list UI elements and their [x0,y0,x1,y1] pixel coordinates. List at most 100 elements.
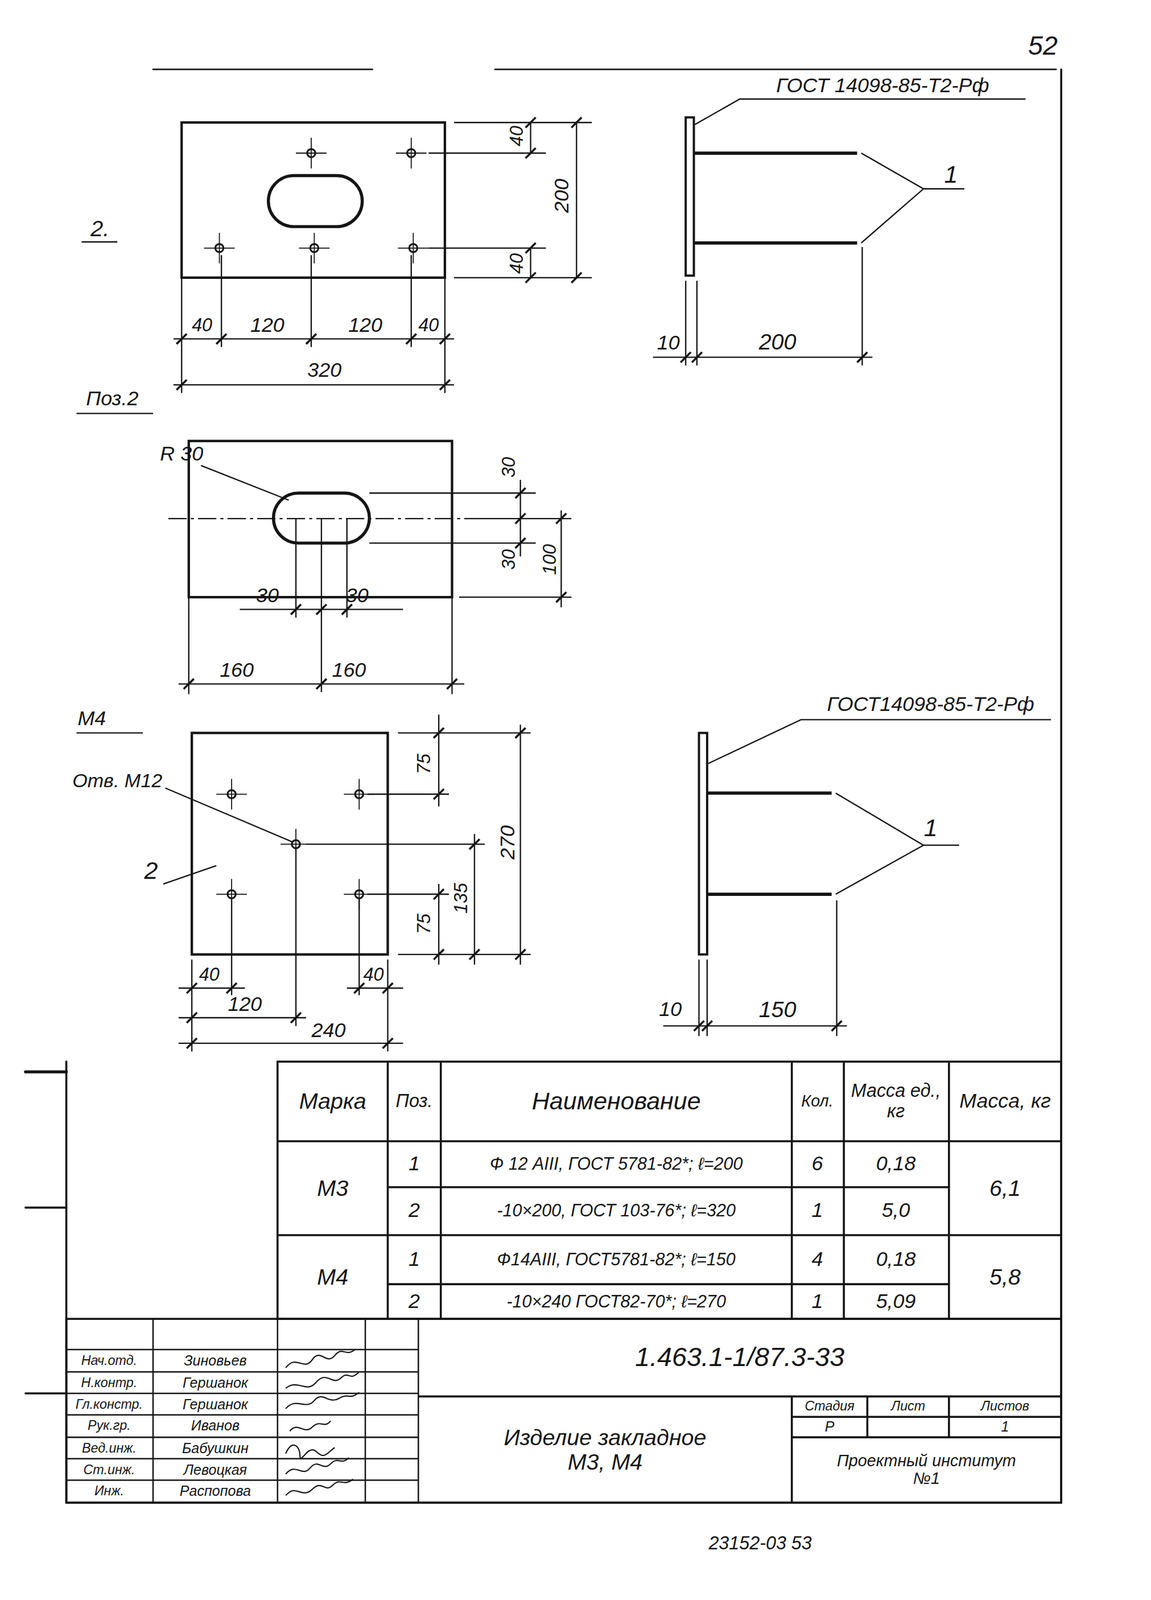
m3-side-view [653,98,1026,366]
dimension-tick [316,604,327,615]
dimension-tick [469,838,480,849]
dimension-lines [369,479,572,608]
title-block-text: Бабушкин [182,1440,249,1456]
hole-centerline [295,137,327,169]
dimension-tick [186,982,197,993]
title-block-text: 1 [1001,1418,1010,1435]
title-block-text: 23152-03 53 [708,1532,812,1554]
anchor-rod [707,791,832,795]
table-cell: 2 [408,1289,420,1313]
dimension-tick [571,117,582,128]
table-cell: Масса, кг [959,1089,1051,1112]
dimension-tick [439,333,451,344]
dimension-lines [178,518,465,694]
signature [285,1391,360,1409]
dimension-tick [433,888,444,899]
dimension-tick [382,982,394,993]
callout-leader [835,792,924,894]
title-block-text: Зиновьев [183,1352,247,1369]
title-block-text: Нач.отд. [81,1352,138,1368]
dimension-label: R 30 [159,442,204,465]
dimension-tick [525,147,536,159]
frame-line [25,1391,67,1394]
signature [285,1478,353,1496]
dimension-tick [290,604,301,615]
table-cell: Ф 12 АIII, ГОСТ 5781-82*; ℓ=200 [489,1153,744,1174]
table-cell: 1 [408,1152,420,1175]
title-block-text: Лист [890,1399,926,1414]
dimension-label: 2 [143,856,158,884]
dimension-tick [316,678,327,690]
title-block-grid [66,1318,419,1503]
title-block-text: Листов [980,1399,1030,1414]
dimension-tick [525,272,536,283]
pos2-view [76,413,572,694]
center-line [168,517,480,519]
frame-line [25,1206,67,1209]
dimension-tick [680,352,691,363]
dimension-lines [173,254,455,393]
frame-line [494,68,1056,71]
dimension-label: Поз.2 [85,387,139,410]
dimension-label: ГОСТ 14098-85-Т2-Рф [776,74,989,97]
dimension-label: 100 [539,543,561,575]
table-cell: 6,1 [989,1175,1021,1200]
dimension-tick [856,352,868,363]
dimension-tick [469,949,480,960]
signatures [285,1348,360,1495]
dimension-label: 240 [311,1019,346,1042]
table-cell: 5,0 [881,1198,911,1221]
table-cell: -10×200, ГОСТ 103-76*; ℓ=320 [496,1200,736,1220]
dimension-label: 40 [199,964,220,985]
dimension-label: 10 [658,997,682,1021]
table-cell: Ф14АIII, ГОСТ5781-82*; ℓ=150 [497,1249,736,1269]
dimension-tick [186,1012,197,1023]
dimension-label: 75 [414,913,435,934]
dimension-tick [176,333,187,344]
callout-leader [923,188,965,190]
signature [285,1444,335,1458]
title-block-text: Гершанок [182,1374,249,1391]
m3-plan-view [81,122,592,393]
dimension-label: 10 [657,331,680,354]
dimension-label: 40 [362,964,384,985]
dimension-lines [653,246,873,366]
callout-leader [163,865,217,884]
dimension-label: 120 [348,314,383,337]
dimension-label: 320 [307,359,342,382]
table-cell: 0,18 [876,1247,917,1270]
sheet-frame [25,69,1062,1503]
dimension-tick [290,1012,301,1023]
dimension-tick [515,949,526,960]
dimension-tick [571,272,582,283]
dimension-tick [691,352,703,363]
dimension-tick [306,333,317,344]
dimension-label: 40 [507,253,528,274]
dimension-tick [176,379,187,390]
label-underline [81,241,118,243]
dimension-label: 40 [507,125,528,147]
plate-outline [685,117,694,276]
dimension-tick [433,788,444,799]
table-cell: 0,18 [876,1152,917,1175]
signature [285,1457,349,1474]
signature [285,1371,360,1388]
dimension-label: ГОСТ14098-85-Т2-Рф [826,692,1034,716]
dimension-label: 270 [496,824,519,860]
generated-marks [176,117,868,1049]
plate-outline [699,732,708,955]
table-cell: 1 [811,1289,824,1313]
dimension-lines [428,122,592,278]
table-cell: М4 [316,1264,349,1289]
hole-leader [165,788,294,843]
dimension-tick [433,727,444,738]
title-block-text: 1.463.1-1/87.3-33 [634,1342,845,1372]
dimension-label: 30 [345,584,369,608]
table-border [277,1061,1062,1319]
weld-leader [694,98,1026,125]
table-cell: -10×240 ГОСТ82-70*; ℓ=270 [506,1291,726,1311]
dimension-tick [433,949,444,960]
dimension-label: 2. [90,216,110,241]
title-block-text: Стадия [804,1399,855,1414]
dimension-label: 120 [250,314,285,337]
